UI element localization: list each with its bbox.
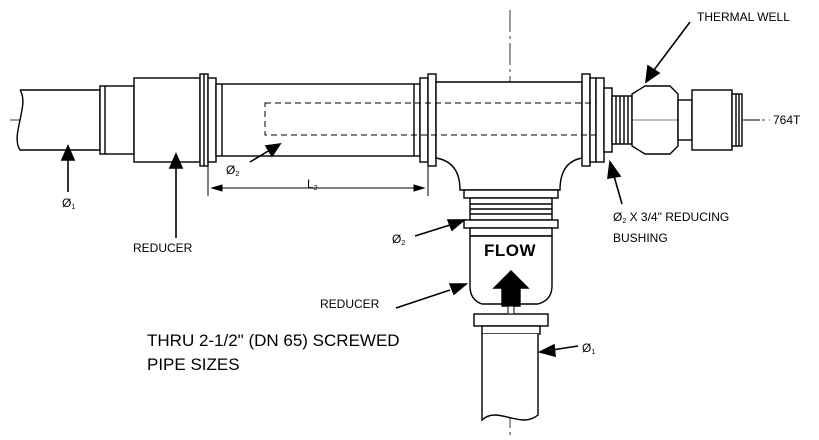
- tee-body: [435, 73, 597, 191]
- bushing-sub: 2: [622, 218, 627, 225]
- diameter-1-sub-bottom: 1: [591, 349, 596, 356]
- model-label: 764T: [773, 113, 801, 127]
- diameter-1-sub-left: 1: [71, 204, 76, 211]
- diameter-2-symbol-mid: Ø: [226, 163, 236, 177]
- bushing-text: X 3/4" REDUCING: [626, 210, 730, 224]
- diameter-2-symbol-branch: Ø: [392, 232, 402, 246]
- bushing-label-line1: Ø2 X 3/4" REDUCING: [613, 210, 729, 229]
- reducing-bushing: [595, 77, 633, 163]
- diameter-2-sub-branch: 2: [401, 240, 406, 247]
- left-reducer: [99, 73, 217, 167]
- thermal-well-label: THERMAL WELL: [697, 10, 790, 24]
- reducer-label-bottom: REDUCER: [320, 297, 380, 311]
- flow-label: FLOW: [484, 241, 537, 260]
- diameter-1-symbol-bottom: Ø: [582, 341, 592, 355]
- thermal-well-fitting: [631, 85, 743, 155]
- branch-fittings: [463, 189, 559, 422]
- reducer-label-left: REDUCER: [133, 241, 193, 255]
- dimension-l2: [207, 160, 429, 196]
- leader-arrows: [60, 21, 760, 358]
- diameter-2-sub-mid: 2: [235, 171, 240, 178]
- diameter-1-symbol-left: Ø: [62, 196, 72, 210]
- middle-pipe: [215, 73, 437, 167]
- note-line-1: THRU 2-1/2" (DN 65) SCREWED: [147, 331, 400, 350]
- diameter-1-label-left: Ø1: [62, 196, 75, 215]
- bushing-symbol: Ø: [613, 210, 623, 224]
- note-line-2: PIPE SIZES: [147, 355, 240, 374]
- bushing-label-line2: BUSHING: [613, 231, 668, 245]
- diameter-2-label-mid: Ø2: [226, 163, 239, 182]
- length-symbol: L: [307, 177, 314, 191]
- diameter-1-label-bottom: Ø1: [582, 341, 595, 360]
- flow-arrow: [492, 270, 530, 315]
- diameter-2-label-branch: Ø2: [392, 232, 405, 251]
- length-sub: 2: [313, 185, 318, 192]
- left-inlet-pipe: [16, 89, 101, 151]
- length-label: L2: [307, 177, 318, 196]
